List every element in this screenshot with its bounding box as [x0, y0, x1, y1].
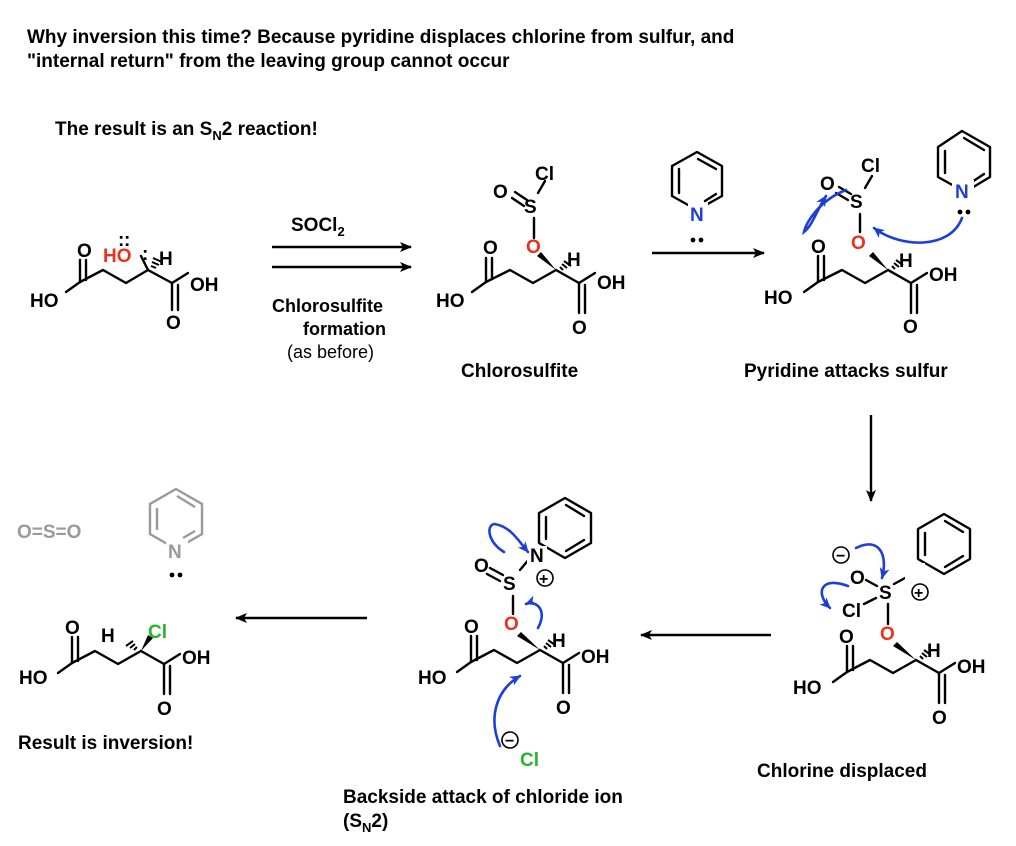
svg-text:O: O: [850, 568, 865, 589]
svg-text:O: O: [903, 317, 918, 338]
chlorosulfite-molecule: O HO O S O Cl H OH O: [436, 164, 626, 339]
svg-text:H: H: [567, 250, 581, 271]
svg-text:HO: HO: [793, 678, 822, 699]
svg-text:HO: HO: [764, 288, 793, 309]
svg-text:HO: HO: [19, 668, 48, 689]
svg-text:Cl: Cl: [148, 622, 167, 643]
caption-chlorine-displaced: Chlorine displaced: [757, 761, 927, 782]
svg-text:O: O: [504, 614, 519, 635]
caption-result: Result is inversion!: [18, 733, 193, 754]
svg-text:H: H: [159, 249, 173, 270]
svg-text:N: N: [690, 205, 704, 226]
pyridine-reagent: N: [670, 150, 724, 243]
svg-text:S: S: [879, 583, 892, 604]
svg-text:N: N: [530, 546, 544, 567]
svg-text:O: O: [880, 624, 895, 645]
svg-text:OH: OH: [190, 275, 219, 296]
svg-text:−: −: [505, 733, 514, 750]
svg-text::: :: [142, 244, 148, 265]
header-line-1: Why inversion this time? Because pyridin…: [27, 27, 734, 48]
svg-text:O: O: [556, 698, 571, 719]
svg-text:OH: OH: [929, 265, 958, 286]
svg-text:HO: HO: [418, 668, 447, 689]
svg-text:S: S: [850, 192, 863, 213]
svg-text:+: +: [539, 571, 548, 588]
svg-text:O: O: [932, 708, 947, 729]
caption-pyridine-attack: Pyridine attacks sulfur: [744, 361, 948, 382]
svg-text:HO: HO: [30, 291, 59, 312]
svg-text:O: O: [820, 174, 835, 195]
svg-text:+: +: [914, 585, 923, 602]
svg-text:H: H: [899, 251, 913, 272]
svg-text:O: O: [77, 241, 92, 262]
malic-acid-molecule: O HO HO : : : H OH O: [30, 230, 219, 334]
svg-text:S: S: [503, 574, 516, 595]
svg-text:O: O: [526, 237, 541, 258]
svg-text:H: H: [101, 626, 115, 647]
svg-text:H: H: [552, 631, 566, 652]
svg-text:N: N: [168, 542, 182, 563]
product-molecule: O HO H Cl OH O: [19, 618, 211, 720]
step1-label-2: formation: [303, 319, 386, 339]
svg-text:S: S: [524, 197, 537, 218]
svg-text:O: O: [493, 182, 508, 203]
svg-text:O: O: [839, 627, 854, 648]
svg-text:H: H: [927, 641, 941, 662]
svg-text:O: O: [166, 313, 181, 334]
svg-text:O: O: [572, 318, 587, 339]
svg-text:Cl: Cl: [842, 601, 861, 622]
svg-text:−: −: [836, 548, 845, 565]
svg-text:OH: OH: [597, 273, 626, 294]
svg-text:OH: OH: [581, 647, 610, 668]
svg-text::: :: [124, 230, 130, 251]
svg-text:O: O: [474, 556, 489, 577]
svg-text:OH: OH: [182, 648, 211, 669]
svg-text:Cl: Cl: [535, 164, 554, 185]
byproduct-pyridine: N: [148, 487, 204, 578]
svg-text::: :: [118, 230, 124, 251]
svg-text:Cl: Cl: [520, 750, 539, 771]
pyridine-attack-molecule: O HO O S O Cl H OH O N: [764, 129, 992, 338]
svg-text:Cl: Cl: [861, 156, 880, 177]
byproduct-so2: O=S=O: [17, 522, 81, 543]
caption-backside-1: Backside attack of chloride ion: [343, 787, 623, 808]
step1-label-3: (as before): [287, 342, 374, 362]
svg-text:O: O: [464, 617, 479, 638]
svg-text:HO: HO: [436, 291, 465, 312]
header-line-2: "internal return" from the leaving group…: [27, 51, 510, 72]
svg-text:O: O: [65, 618, 80, 639]
svg-text:O: O: [483, 238, 498, 259]
svg-text:O: O: [811, 237, 826, 258]
svg-text:HO: HO: [103, 246, 132, 267]
backside-attack-molecule: O HO O S O N H OH O + N − Cl: [418, 496, 610, 771]
svg-text:OH: OH: [957, 657, 986, 678]
caption-chlorosulfite: Chlorosulfite: [461, 361, 578, 382]
caption-backside-2: (SN2): [343, 811, 388, 835]
svg-text:O: O: [157, 699, 172, 720]
result-note: The result is an SN2 reaction!: [55, 119, 318, 143]
reagent-socl2: SOCl2: [291, 215, 345, 239]
svg-text:O: O: [851, 233, 866, 254]
step1-label-1: Chlorosulfite: [272, 296, 383, 316]
chlorine-displaced-molecule: O HO O S O Cl N H OH O − +: [793, 512, 986, 729]
svg-text:N: N: [955, 182, 969, 203]
